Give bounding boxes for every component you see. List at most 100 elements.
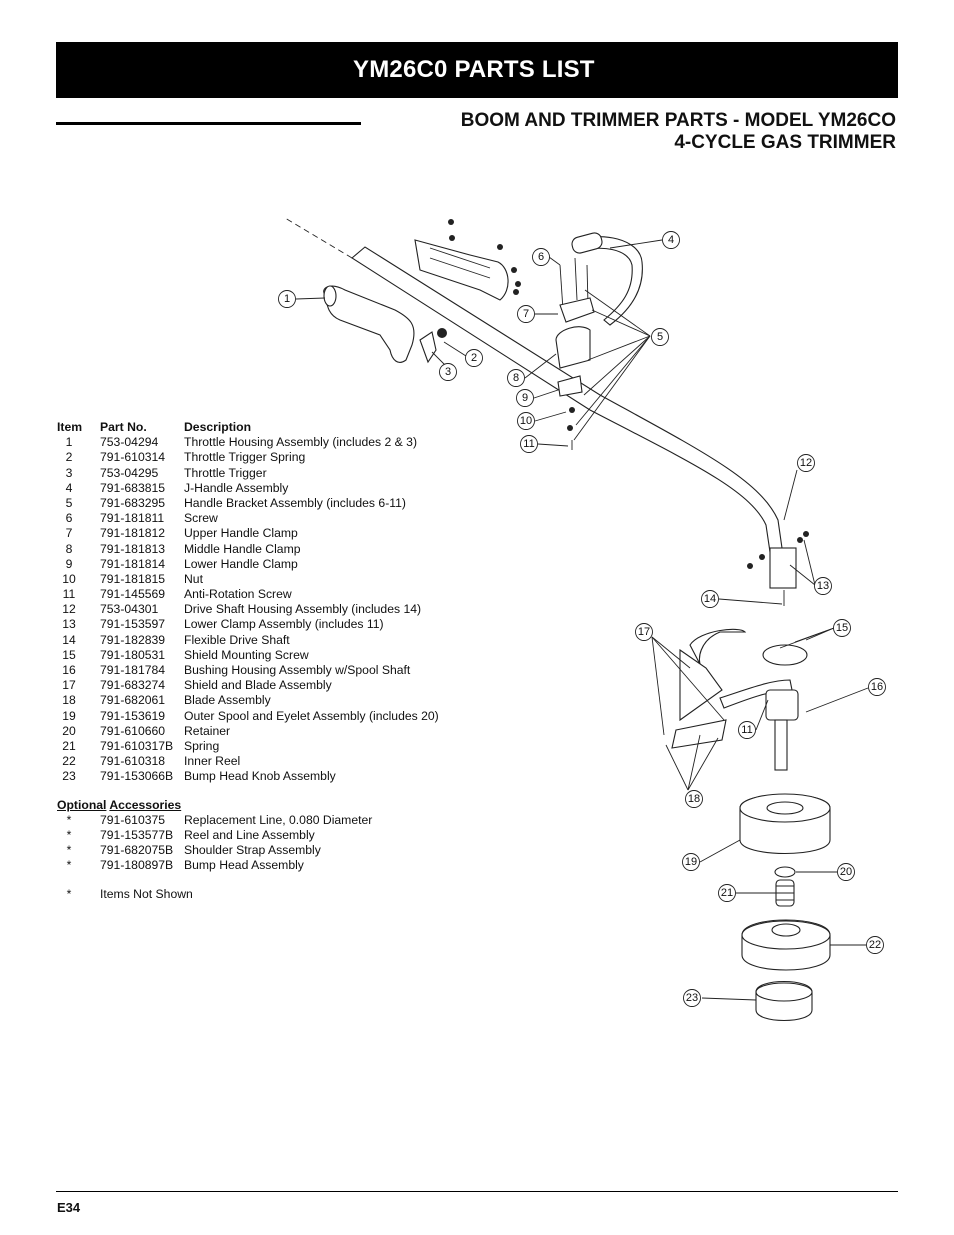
part-number: 791-181812 [100,526,166,541]
part-description: Throttle Housing Assembly (includes 2 & … [184,435,418,450]
callout-9-label: 9 [522,392,528,404]
part-description: Spring [184,738,220,753]
item-number: 6 [65,511,73,526]
callout-1: 1 [278,290,296,308]
part-description: Inner Reel [184,754,241,769]
part-number: 791-153619 [100,708,166,723]
callout-14-label: 14 [704,593,716,605]
part-description: Shield and Blade Assembly [184,678,332,693]
callout-7-label: 7 [523,308,529,320]
callout-18: 18 [685,790,703,808]
callout-4-label: 4 [668,234,674,246]
part-number: 791-153066B [100,769,174,784]
part-number: 753-04301 [100,602,159,617]
footnote: * Items Not Shown [57,887,193,902]
part-description: Reel and Line Assembly [184,827,315,842]
section-heading-line2: 4-CYCLE GAS TRIMMER [674,132,896,153]
part-number: 791-683274 [100,678,166,693]
callout-19-label: 19 [685,856,697,868]
item-number: 18 [62,693,76,708]
boom-shaft [284,217,783,553]
header-description: Description [184,420,252,434]
part-number: 753-04294 [100,435,159,450]
title-bar: YM26C0 PARTS LIST [56,42,898,98]
callout-6: 6 [532,248,550,266]
callout-15: 15 [833,619,851,637]
page-title: YM26C0 PARTS LIST [353,56,595,83]
part-description: Screw [184,511,218,526]
footnote-text: Items Not Shown [100,887,193,902]
callout-17: 17 [635,623,653,641]
bushing-housing [765,689,799,771]
item-number: 20 [62,723,76,738]
item-number: 12 [62,602,76,617]
item-number: 10 [62,571,76,586]
header-rule [56,122,361,125]
part-description: Handle Bracket Assembly (includes 6-11) [184,495,406,510]
footer-rule [56,1191,898,1192]
part-description: Shoulder Strap Assembly [184,842,321,857]
item-number: 5 [65,495,73,510]
leader-lines [295,239,869,1001]
callout-20: 20 [837,863,855,881]
part-number: 791-181811 [100,511,165,526]
part-number: 753-04295 [100,465,159,480]
part-description: J-Handle Assembly [184,480,289,495]
callout-20-label: 20 [840,866,852,878]
callout-5: 5 [651,328,669,346]
callout-21-label: 21 [721,887,733,899]
part-description: Upper Handle Clamp [184,526,298,541]
callout-1-label: 1 [284,293,290,305]
part-number: 791-610318 [100,754,166,769]
callout-11b-label: 11 [741,724,752,736]
callout-3: 3 [439,363,457,381]
optional-heading-b: Accessories [109,797,182,812]
table-body: 1 753-04294 Throttle Housing Assembly (inc… [57,435,439,784]
item-number: * [66,858,72,873]
part-description: Throttle Trigger Spring [184,450,306,465]
callout-7: 7 [517,305,535,323]
callout-23-label: 23 [686,992,698,1004]
item-number: 22 [62,754,76,769]
header-part-no: Part No. [100,420,147,434]
part-description: Retainer [184,723,231,738]
part-description: Nut [184,571,203,586]
item-number: 15 [62,647,76,662]
table-row: 1 753-04294 Throttle Housing Assembly (inc… [57,435,417,450]
part-number: 791-683815 [100,480,166,495]
table-row: 7 791-181812 Upper Handle Clamp [57,526,298,541]
optional-accessories-heading: Optional Accessories [57,798,181,813]
item-number: 21 [62,738,76,753]
lower-clamp [747,531,809,606]
item-number: 3 [65,465,73,480]
callout-2-label: 2 [471,352,477,364]
item-number: 11 [62,587,76,602]
throttle-cover [414,239,509,301]
part-description: Bushing Housing Assembly w/Spool Shaft [184,663,411,677]
part-number: 791-181813 [100,541,166,556]
callout-6-label: 6 [538,251,544,263]
callout-16-label: 16 [871,681,883,693]
item-number: 23 [62,769,76,784]
item-number: 17 [62,678,76,693]
item-number: 1 [65,435,73,450]
inner-reel [741,919,831,971]
callout-17-label: 17 [638,626,650,638]
item-number: 7 [65,526,73,541]
item-number: * [66,827,72,842]
part-number: 791-180531 [100,647,166,662]
table-row: 22 791-610318 Inner Reel [57,754,240,769]
part-description: Middle Handle Clamp [184,541,301,556]
callout-11b: 11 [738,721,756,739]
